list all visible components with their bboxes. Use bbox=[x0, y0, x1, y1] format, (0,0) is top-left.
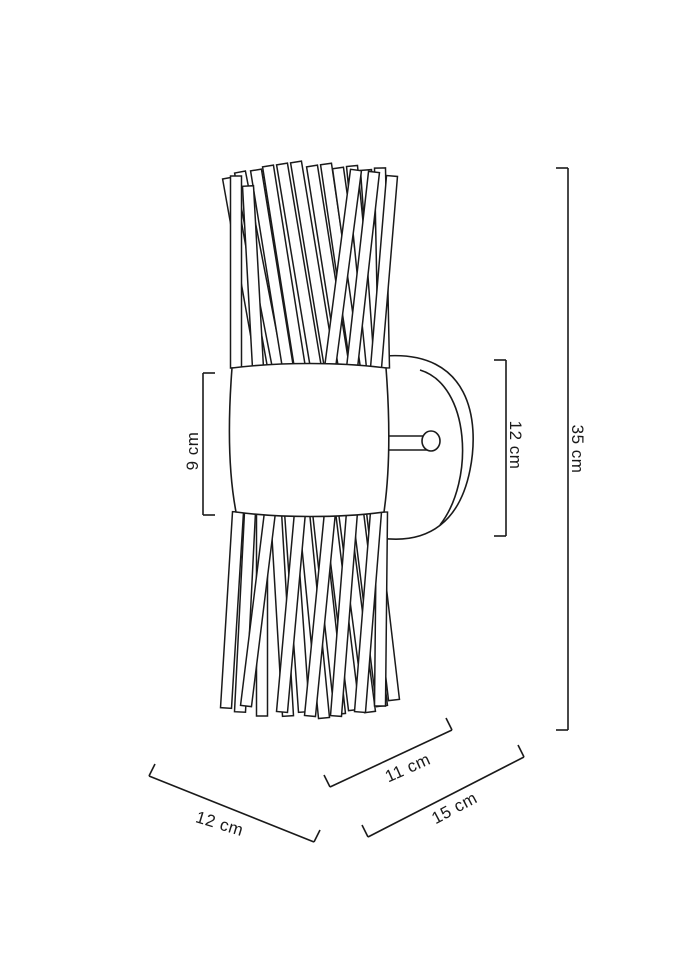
dimension-overall-depth: 15 cm bbox=[361, 744, 525, 838]
upper-rod bbox=[229, 175, 243, 369]
upper-rod-bundle bbox=[221, 160, 399, 370]
dimension-total-height: 35 cm bbox=[556, 167, 587, 731]
dimension-bottom-width: 12 cm bbox=[148, 763, 321, 843]
dimension-label-mount-height: 12 cm bbox=[506, 421, 525, 470]
dimension-label-band-height: 9 cm bbox=[183, 432, 202, 471]
dimension-label-overall-depth: 15 cm bbox=[428, 788, 480, 828]
dimension-mount-height: 12 cm bbox=[494, 359, 525, 537]
dimension-band-height: 9 cm bbox=[183, 372, 215, 516]
lower-rod-bundle bbox=[219, 510, 401, 720]
mount-arm bbox=[388, 430, 441, 452]
dimension-label-total-height: 35 cm bbox=[568, 425, 587, 474]
center-band bbox=[228, 362, 390, 518]
dimension-depth: 11 cm bbox=[323, 717, 453, 788]
dimension-label-depth: 11 cm bbox=[382, 750, 433, 787]
